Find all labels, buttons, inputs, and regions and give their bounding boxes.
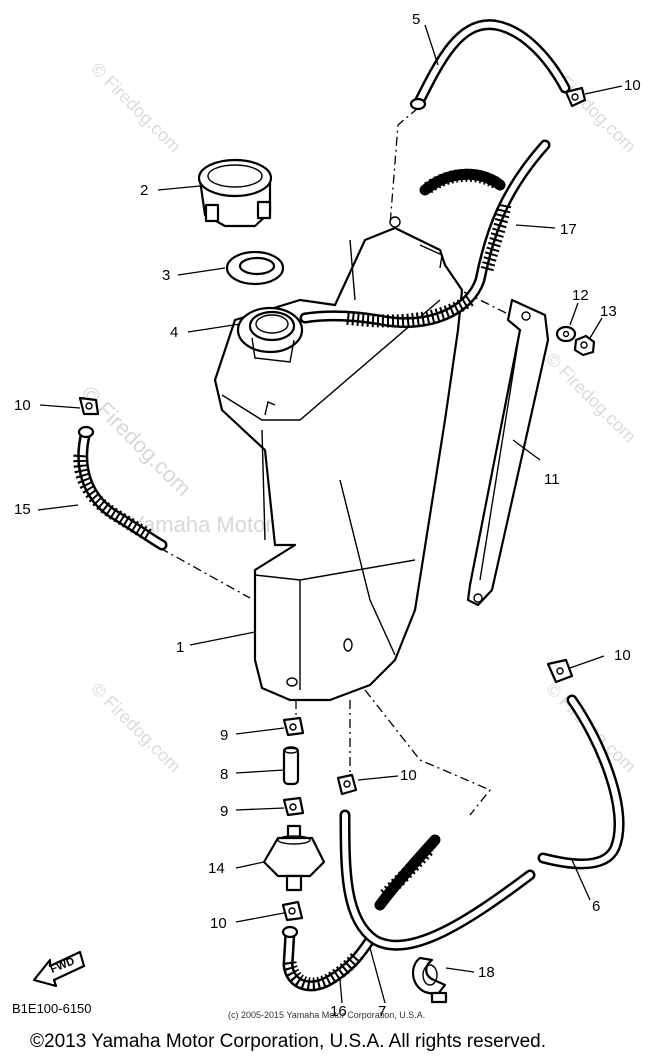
watermark-site-4: © Firedog.com [542, 349, 640, 447]
callouts: 5 10 2 17 3 12 13 4 10 11 15 1 10 9 8 10… [14, 11, 641, 1020]
callout-10-top: 10 [624, 77, 641, 94]
pipe-8 [282, 746, 300, 786]
clamp-9-lower [282, 796, 305, 817]
watermark-site-5: © Firedog.com [87, 679, 185, 777]
stay-bracket [466, 298, 550, 607]
callout-1: 1 [176, 639, 184, 656]
callout-11: 11 [544, 471, 560, 488]
footer-copyright: ©2013 Yamaha Motor Corporation, U.S.A. A… [30, 1031, 546, 1052]
hose-16 [281, 925, 376, 992]
tank-cap [197, 158, 273, 228]
callout-12: 12 [572, 287, 589, 304]
clip-10-low [281, 900, 304, 922]
callout-15: 15 [14, 501, 31, 518]
clamp-18 [412, 956, 448, 1004]
callout-18: 18 [478, 964, 495, 981]
callout-13: 13 [600, 303, 617, 320]
nut-13 [573, 334, 596, 357]
callout-10-low: 10 [210, 915, 227, 932]
overflow-hose-top [409, 19, 571, 111]
clip-10-mid [336, 773, 358, 796]
callout-10-right: 10 [614, 647, 631, 664]
callout-16: 16 [330, 1003, 347, 1020]
valve-14 [262, 824, 326, 892]
hose-7 [339, 809, 536, 951]
clip-10-left [78, 396, 100, 416]
leader-lines [37, 24, 623, 1004]
washer-12 [555, 325, 577, 343]
clip-10-top [564, 86, 587, 108]
callout-10-left: 10 [14, 397, 31, 414]
callout-4: 4 [170, 324, 178, 341]
callout-17: 17 [560, 221, 577, 238]
callout-7: 7 [378, 1003, 386, 1020]
callout-3: 3 [162, 267, 170, 284]
clip-10-right [546, 658, 574, 684]
filler-neck [236, 306, 304, 363]
watermark-site-2: © Firedog.com [87, 59, 185, 157]
hose-15 [73, 425, 168, 551]
callout-9-lower: 9 [220, 803, 228, 820]
gasket [225, 250, 285, 286]
callout-8: 8 [220, 766, 228, 783]
diagram-code: B1E100-6150 [12, 1001, 92, 1016]
inner-copyright: (c) 2005-2015 Yamaha Motor Corporation, … [228, 1010, 426, 1020]
hose-17 [299, 139, 551, 329]
callout-6: 6 [592, 898, 600, 915]
callout-9-upper: 9 [220, 727, 228, 744]
reservoir-tank [213, 216, 464, 702]
clamp-9-upper [282, 716, 305, 737]
fwd-arrow: FWD [32, 950, 86, 988]
callout-5: 5 [412, 11, 420, 28]
callout-10-mid: 10 [400, 767, 417, 784]
callout-14: 14 [208, 860, 225, 877]
callout-2: 2 [140, 182, 148, 199]
